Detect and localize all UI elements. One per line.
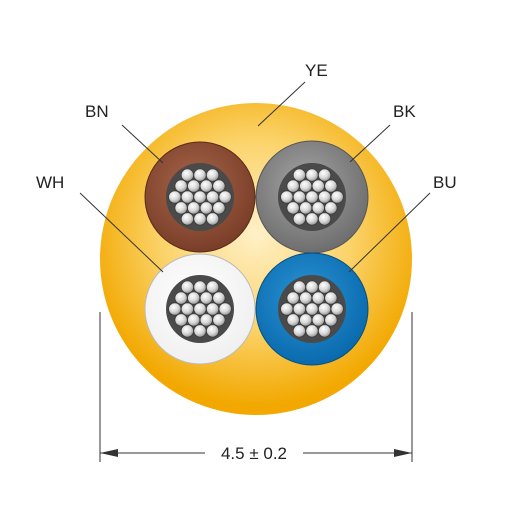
label-wh: WH bbox=[36, 173, 64, 192]
copper-strand bbox=[206, 280, 220, 294]
copper-strand bbox=[311, 291, 325, 305]
copper-strand bbox=[292, 212, 306, 226]
copper-strand bbox=[206, 212, 220, 226]
copper-strand bbox=[193, 280, 207, 294]
copper-strand bbox=[292, 190, 306, 204]
copper-strand bbox=[330, 302, 344, 316]
copper-strand bbox=[292, 302, 306, 316]
leader-ye bbox=[257, 81, 306, 127]
dimension-label: 4.5 ± 0.2 bbox=[221, 444, 287, 463]
copper-strand bbox=[305, 324, 319, 338]
copper-strand bbox=[286, 313, 300, 327]
copper-strand bbox=[305, 168, 319, 182]
copper-strand bbox=[212, 179, 226, 193]
copper-strand bbox=[168, 302, 182, 316]
copper-strand bbox=[311, 313, 325, 327]
copper-strand bbox=[324, 313, 338, 327]
cable-jacket bbox=[100, 103, 412, 415]
copper-strand bbox=[174, 201, 188, 215]
copper-strand bbox=[286, 291, 300, 305]
copper-strand bbox=[218, 190, 232, 204]
copper-strand bbox=[305, 302, 319, 316]
copper-strand bbox=[292, 168, 306, 182]
copper-strand bbox=[317, 302, 332, 316]
copper-strand bbox=[305, 190, 319, 204]
copper-strand bbox=[212, 201, 226, 215]
copper-strand bbox=[324, 201, 338, 215]
copper-strand bbox=[311, 179, 325, 193]
dimension-arrow-left bbox=[100, 449, 118, 457]
copper-strand bbox=[317, 212, 332, 226]
conductor-blue-strands bbox=[278, 275, 346, 343]
label-bk: BK bbox=[393, 102, 416, 121]
copper-strand bbox=[317, 280, 332, 294]
copper-strand bbox=[193, 190, 207, 204]
copper-strand bbox=[324, 291, 338, 305]
copper-strand bbox=[174, 291, 188, 305]
copper-strand bbox=[180, 324, 194, 338]
copper-strand bbox=[212, 313, 226, 327]
copper-strand bbox=[193, 212, 207, 226]
copper-strand bbox=[206, 168, 220, 182]
copper-strand bbox=[206, 324, 220, 338]
copper-strand bbox=[212, 291, 226, 305]
conductor-white-strands bbox=[166, 275, 234, 343]
copper-strand bbox=[280, 302, 294, 316]
leader-bu bbox=[348, 192, 431, 273]
label-bn: BN bbox=[85, 102, 109, 121]
copper-strand bbox=[317, 324, 332, 338]
copper-strand bbox=[187, 313, 201, 327]
label-bu: BU bbox=[433, 173, 457, 192]
copper-strand bbox=[324, 179, 338, 193]
copper-strand bbox=[292, 324, 306, 338]
copper-strand bbox=[286, 201, 300, 215]
copper-strand bbox=[299, 313, 313, 327]
copper-strand bbox=[180, 280, 194, 294]
copper-strand bbox=[193, 324, 207, 338]
copper-strand bbox=[180, 212, 194, 226]
leader-bn bbox=[121, 124, 164, 164]
conductor-brown-strands bbox=[166, 163, 234, 231]
copper-strand bbox=[330, 190, 344, 204]
copper-strand bbox=[299, 179, 313, 193]
copper-strand bbox=[218, 302, 232, 316]
conductor-black-strands bbox=[278, 163, 346, 231]
copper-strand bbox=[199, 201, 213, 215]
copper-strand bbox=[299, 201, 313, 215]
copper-strand bbox=[199, 291, 213, 305]
copper-strand bbox=[199, 313, 213, 327]
copper-strand bbox=[180, 168, 194, 182]
copper-strand bbox=[174, 313, 188, 327]
copper-strand bbox=[193, 302, 207, 316]
copper-strand bbox=[280, 190, 294, 204]
leader-bk bbox=[349, 124, 391, 163]
copper-strand bbox=[180, 302, 194, 316]
copper-strand bbox=[187, 201, 201, 215]
leader-wh bbox=[79, 192, 164, 273]
copper-strand bbox=[286, 179, 300, 193]
copper-strand bbox=[206, 302, 220, 316]
copper-strand bbox=[305, 280, 319, 294]
copper-strand bbox=[292, 280, 306, 294]
copper-strand bbox=[193, 168, 207, 182]
copper-strand bbox=[199, 179, 213, 193]
copper-strand bbox=[187, 291, 201, 305]
copper-strand bbox=[311, 201, 325, 215]
copper-strand bbox=[187, 179, 201, 193]
copper-strand bbox=[299, 291, 313, 305]
copper-strand bbox=[206, 190, 220, 204]
copper-strand bbox=[174, 179, 188, 193]
label-ye: YE bbox=[305, 61, 328, 80]
copper-strand bbox=[168, 190, 182, 204]
copper-strand bbox=[317, 168, 332, 182]
copper-strand bbox=[305, 212, 319, 226]
dimension-arrow-right bbox=[394, 449, 412, 457]
copper-strand bbox=[317, 190, 332, 204]
copper-strand bbox=[180, 190, 194, 204]
